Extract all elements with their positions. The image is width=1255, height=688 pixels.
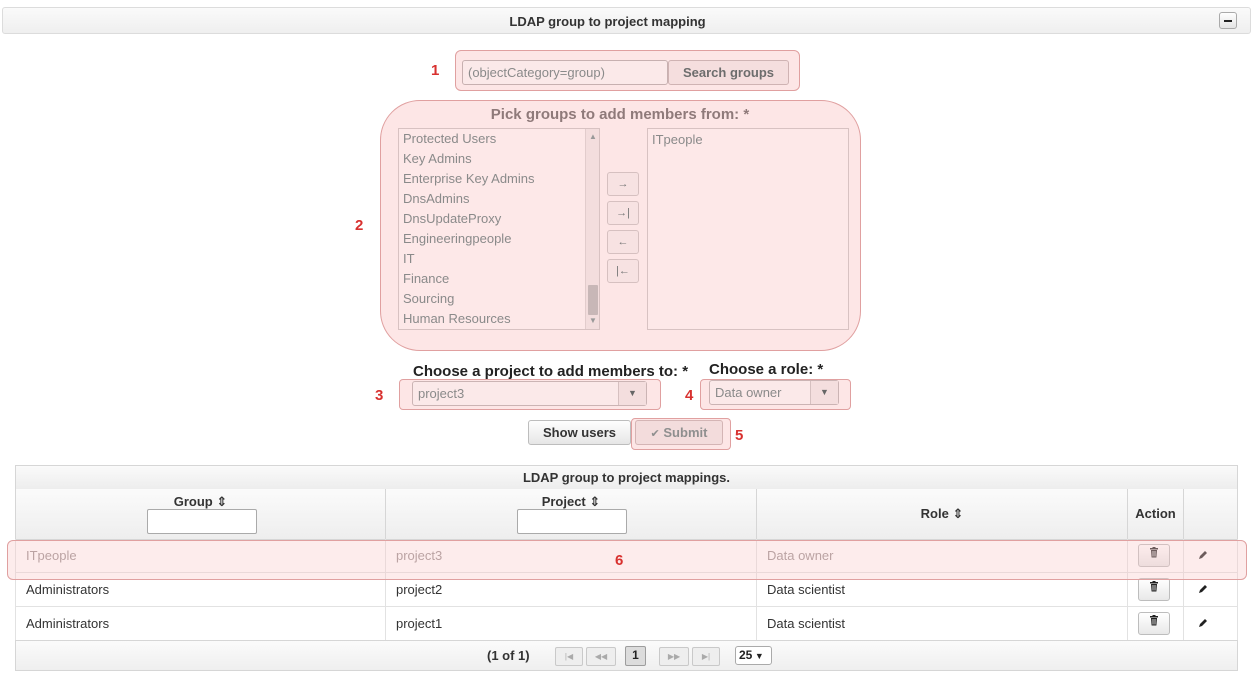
- group-header-label: Group: [173, 494, 213, 509]
- cell-edit: [1184, 573, 1238, 607]
- project-label: Choose a project to add members to: *: [413, 363, 689, 380]
- next-page-icon[interactable]: ▶▶: [659, 647, 689, 666]
- target-group-list[interactable]: ITpeople: [647, 128, 849, 330]
- pick-groups-title: Pick groups to add members from: *: [490, 106, 750, 123]
- callout-2: 2: [355, 217, 364, 234]
- source-list-item[interactable]: Protected Users: [403, 131, 497, 146]
- callout-1: 1: [431, 62, 440, 79]
- scroll-thumb[interactable]: [588, 285, 598, 315]
- cell-group: Administrators: [15, 607, 386, 641]
- submit-label: Submit: [663, 425, 708, 440]
- callout-6: 6: [615, 552, 624, 569]
- rows-per-page-value: 25: [739, 648, 753, 662]
- chevron-down-icon: ▼: [752, 651, 764, 661]
- scroll-down-icon[interactable]: ▼: [589, 316, 597, 325]
- pencil-icon[interactable]: [1198, 617, 1208, 631]
- cell-project: project3: [386, 539, 757, 573]
- source-list-scrollbar[interactable]: ▲ ▼: [585, 129, 599, 329]
- search-input[interactable]: (objectCategory=group): [462, 60, 668, 85]
- source-list-item[interactable]: Human Resources: [403, 311, 511, 326]
- cell-role: Data scientist: [757, 607, 1128, 641]
- column-header-edit: [1184, 489, 1238, 540]
- remove-all-arrow-icon[interactable]: |←: [607, 259, 639, 283]
- column-header-project[interactable]: Project ⇕: [386, 489, 757, 540]
- last-page-icon[interactable]: ▶|: [692, 647, 720, 666]
- chevron-down-icon[interactable]: ▼: [618, 382, 646, 405]
- column-header-action: Action: [1128, 489, 1184, 540]
- role-label: Choose a role: *: [709, 361, 824, 378]
- project-select[interactable]: project3 ▼: [412, 381, 647, 406]
- cell-edit: [1184, 539, 1238, 573]
- cell-group: ITpeople: [15, 539, 386, 573]
- current-page-button[interactable]: 1: [625, 646, 646, 666]
- table-caption: LDAP group to project mappings.: [15, 465, 1238, 490]
- trash-icon[interactable]: [1138, 544, 1170, 567]
- prev-page-icon[interactable]: ◀◀: [586, 647, 616, 666]
- sort-icon: ⇕: [589, 494, 601, 509]
- submit-button[interactable]: ✔ Submit: [635, 420, 723, 445]
- sort-icon: ⇕: [216, 494, 228, 509]
- add-all-arrow-icon[interactable]: →|: [607, 201, 639, 225]
- trash-icon[interactable]: [1138, 578, 1170, 601]
- callout-3: 3: [375, 387, 384, 404]
- role-selected-value: Data owner: [715, 385, 782, 400]
- project-filter-input[interactable]: [517, 509, 627, 534]
- cell-action: [1128, 573, 1184, 607]
- cell-action: [1128, 539, 1184, 573]
- source-list-item[interactable]: Sourcing: [403, 291, 455, 306]
- highlight-row: [7, 540, 1247, 580]
- callout-4: 4: [685, 387, 694, 404]
- target-list-item[interactable]: ITpeople: [652, 132, 703, 147]
- check-icon: ✔: [650, 428, 660, 440]
- callout-5: 5: [735, 427, 744, 444]
- project-selected-value: project3: [418, 386, 465, 401]
- group-filter-input[interactable]: [147, 509, 257, 534]
- cell-group: Administrators: [15, 573, 386, 607]
- panel-title: LDAP group to project mapping: [509, 14, 706, 29]
- project-header-label: Project: [541, 494, 586, 509]
- sort-icon: ⇕: [952, 506, 964, 521]
- scroll-up-icon[interactable]: ▲: [589, 132, 597, 141]
- chevron-down-icon[interactable]: ▼: [810, 381, 838, 404]
- role-select[interactable]: Data owner ▼: [709, 380, 839, 405]
- remove-arrow-icon[interactable]: ←: [607, 230, 639, 254]
- cell-role: Data scientist: [757, 573, 1128, 607]
- cell-project: project1: [386, 607, 757, 641]
- search-groups-button[interactable]: Search groups: [668, 60, 789, 85]
- show-users-button[interactable]: Show users: [528, 420, 631, 445]
- rows-per-page-select[interactable]: 25 ▼: [735, 646, 772, 665]
- first-page-icon[interactable]: |◀: [555, 647, 583, 666]
- pencil-icon[interactable]: [1198, 583, 1208, 597]
- source-list-item[interactable]: Enterprise Key Admins: [403, 171, 535, 186]
- source-list-item[interactable]: Key Admins: [403, 151, 472, 166]
- cell-project: project2: [386, 573, 757, 607]
- source-list-item[interactable]: Engineeringpeople: [403, 231, 512, 246]
- cell-edit: [1184, 607, 1238, 641]
- panel-header: [2, 7, 1251, 34]
- column-header-role[interactable]: Role ⇕: [757, 489, 1128, 540]
- cell-action: [1128, 607, 1184, 641]
- source-list-item[interactable]: DnsUpdateProxy: [403, 211, 502, 226]
- page-info: (1 of 1): [487, 648, 530, 663]
- add-arrow-icon[interactable]: →: [607, 172, 639, 196]
- pencil-icon[interactable]: [1198, 549, 1208, 563]
- source-list-item[interactable]: DnsAdmins: [403, 191, 470, 206]
- source-list-item[interactable]: Finance: [403, 271, 450, 286]
- column-header-group[interactable]: Group ⇕: [15, 489, 386, 540]
- cell-role: Data owner: [757, 539, 1128, 573]
- source-list-item[interactable]: IT: [403, 251, 415, 266]
- collapse-minus-icon[interactable]: [1219, 12, 1237, 29]
- trash-icon[interactable]: [1138, 612, 1170, 635]
- action-header-label: Action: [1135, 506, 1176, 521]
- role-header-label: Role: [920, 506, 949, 521]
